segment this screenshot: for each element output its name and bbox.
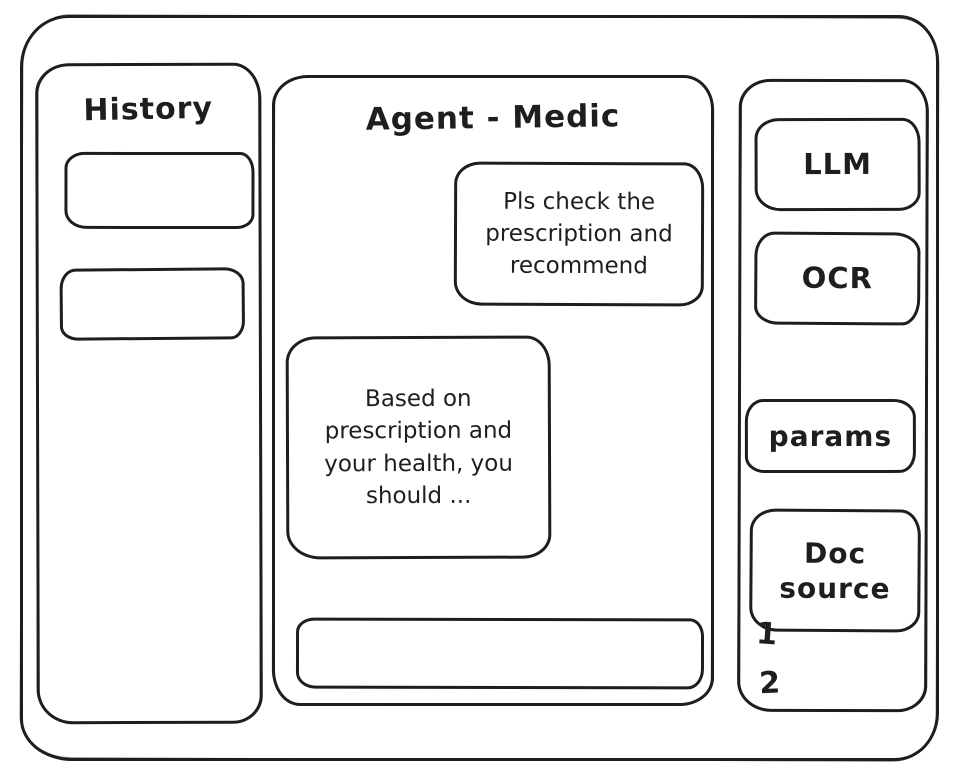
ocr-button[interactable]: OCR — [754, 231, 921, 326]
tools-panel: LLM OCR params Doc source 1 2 — [737, 78, 929, 713]
chat-panel: Agent - Medic Pls check the prescription… — [272, 75, 714, 706]
message-input[interactable] — [295, 617, 705, 690]
history-panel: History — [35, 62, 263, 725]
agent-message-bubble: Based on prescription and your health, y… — [285, 335, 552, 560]
user-message-text: Pls check the prescription and recommend — [485, 188, 673, 280]
agent-message-text: Based on prescription and your health, y… — [324, 385, 513, 509]
doc-source-button[interactable]: Doc source — [749, 508, 921, 633]
params-button[interactable]: params — [744, 398, 916, 474]
history-title: History — [83, 90, 214, 129]
user-message-bubble: Pls check the prescription and recommend — [453, 161, 705, 307]
doc-source-item-1: 1 — [755, 616, 779, 653]
doc-source-item-2: 2 — [758, 665, 781, 702]
chat-title: Agent - Medic — [365, 98, 621, 138]
history-item[interactable] — [59, 267, 246, 341]
llm-button[interactable]: LLM — [754, 117, 921, 212]
history-item[interactable] — [64, 151, 255, 230]
